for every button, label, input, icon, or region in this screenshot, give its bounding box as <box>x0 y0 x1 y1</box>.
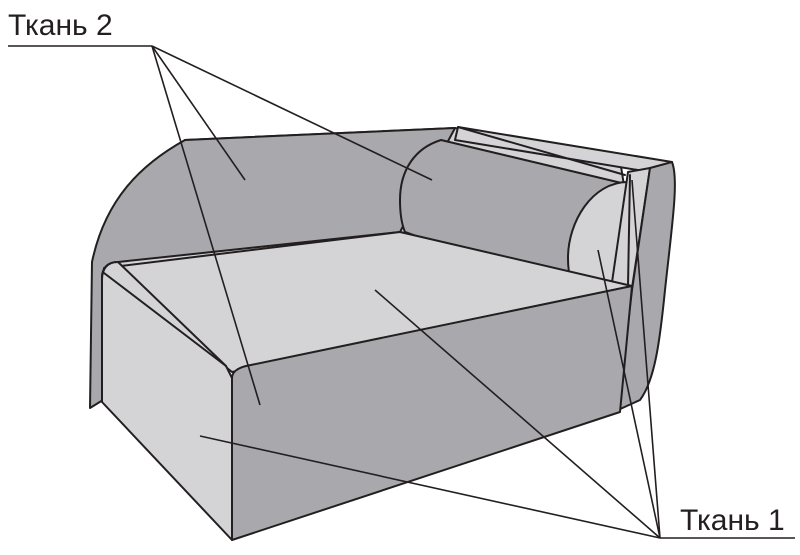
end-panel <box>617 161 676 411</box>
fabric-1-leader-wing <box>631 179 661 539</box>
fabric-2-leader-cushion <box>151 45 433 181</box>
fabric-2-leader-front <box>151 45 261 406</box>
fabric-2-label: Ткань 2 <box>8 9 113 42</box>
fabric-1-leader-side <box>199 435 661 539</box>
front-corner-line <box>103 272 227 367</box>
fabric-1-leaders <box>199 179 795 539</box>
fabric-2-leaders <box>8 45 433 406</box>
fabric-1-leader-seat <box>374 289 661 539</box>
cushion-seam-line <box>627 174 631 287</box>
fabric-2-leader-backrest <box>151 45 246 181</box>
fabric-1-label: Ткань 1 <box>680 504 785 537</box>
fabric-1-leader-bolster-end <box>597 249 661 539</box>
panel-seam-line <box>457 126 626 176</box>
